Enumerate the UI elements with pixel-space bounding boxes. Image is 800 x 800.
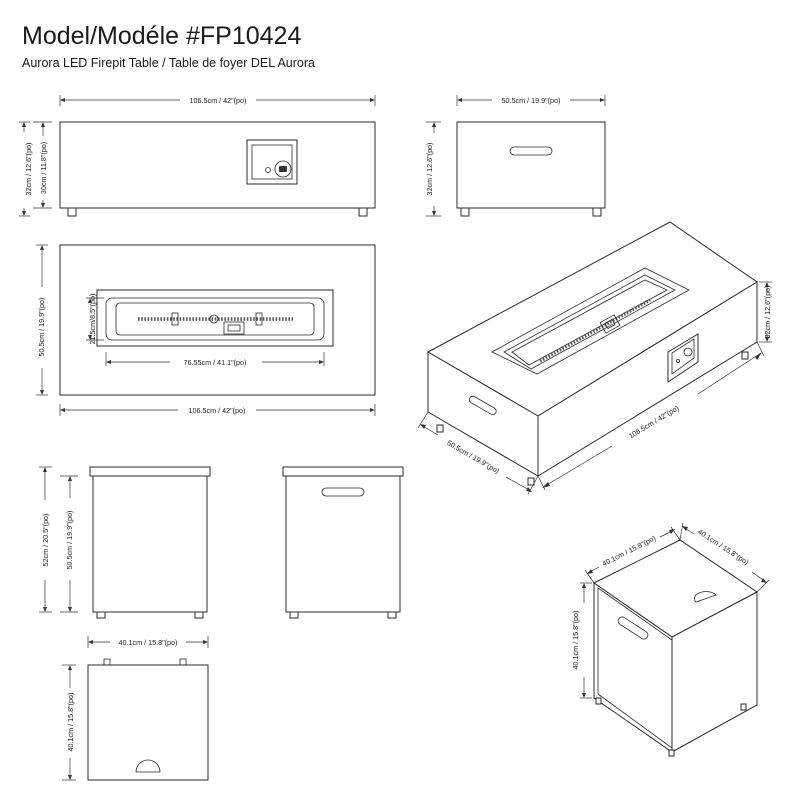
- dim-label: 50.5cm / 19.9"(po): [37, 298, 46, 357]
- iso-tank-cover-view: 40.1cm / 15.8"(po) 40.1cm / 15.8"(po) 40…: [571, 522, 770, 757]
- iso-cube-hose-notch: [694, 591, 717, 603]
- dim-cube-height: 40.1cm / 15.8"(po): [571, 582, 592, 699]
- iso-cube-foot: [668, 749, 675, 757]
- dim-label: 32cm / 12.6"(po): [425, 143, 434, 196]
- dim-label: 30cm / 11.8"(po): [39, 142, 48, 194]
- burner-pan-inner: [105, 297, 325, 341]
- dim-label: 40.1cm / 15.8"(po): [66, 693, 75, 752]
- dim-label: 40.1cm / 15.8"(po): [571, 611, 580, 670]
- dim-tank-top-width: 40.1cm / 15.8"(po): [87, 636, 209, 648]
- dim-label: 40.1cm / 15.8"(po): [119, 638, 178, 647]
- iso-burner-valve-inner: [604, 318, 616, 330]
- tank-cover-top: [87, 664, 209, 781]
- control-knob-grip: [279, 166, 287, 172]
- dim-front-width: 106.5cm / 42"(po): [59, 95, 376, 106]
- table-foot: [592, 207, 602, 217]
- dim-label: 50.5cm / 19.9"(po): [502, 96, 561, 105]
- ignition-button: [265, 167, 271, 173]
- iso-cube-foot: [740, 703, 747, 711]
- dim-iso-height: 32cm / 12.6"(po): [759, 281, 772, 343]
- iso-cube-foot: [595, 697, 602, 705]
- tank-cover-handle-slot: [321, 487, 365, 497]
- dim-label: 50.5cm / 19.9"(po): [65, 511, 74, 570]
- top-view: 50.5cm / 19.9"(po) 106.5cm / 42"(po) 76.…: [36, 244, 376, 416]
- table-foot: [460, 207, 470, 217]
- side-handle-slot: [509, 146, 553, 156]
- dim-top-depth: 50.5cm / 19.9"(po): [36, 244, 48, 396]
- iso-table-foot: [436, 424, 444, 433]
- iso-handle-slot: [468, 395, 497, 416]
- table-body-side: [456, 121, 606, 209]
- iso-control-knob: [683, 347, 693, 357]
- table-foot: [67, 207, 77, 217]
- burner-valve-inner: [227, 324, 241, 332]
- tank-cover-lid: [89, 466, 211, 477]
- tank-cover-foot: [289, 611, 299, 619]
- tank-cover-foot: [194, 611, 204, 619]
- tank-cover-foot: [96, 611, 106, 619]
- iso-burner-floor: [511, 279, 668, 366]
- model-title: Model/Modéle #FP10424: [22, 22, 302, 50]
- tank-cover-hose-notch: [135, 759, 161, 773]
- iso-burner-lip: [503, 274, 676, 370]
- dim-side-width: 50.5cm / 19.9"(po): [456, 95, 606, 106]
- dim-front-inner-height: 30cm / 11.8"(po): [33, 121, 52, 209]
- iso-control-panel-inner: [671, 338, 695, 375]
- iso-cube-handle-slot: [617, 616, 649, 640]
- dim-front-height: 32cm / 12.6"(po): [19, 121, 33, 217]
- iso-table-foot: [741, 351, 749, 360]
- tank-cover-body: [285, 475, 401, 613]
- dim-top-width: 106.5cm / 42"(po): [59, 404, 376, 416]
- control-panel: [246, 139, 298, 185]
- dim-tank-depth: 50.5cm / 19.9"(po): [60, 475, 78, 613]
- table-foot: [358, 207, 368, 217]
- dim-label: 21.5cm/8.5"(po): [88, 294, 97, 345]
- tank-cover-foot: [387, 611, 397, 619]
- burner-bracket: [255, 312, 263, 326]
- tank-cover-front-view: 52cm / 20.5"(po) 50.5cm / 19.9"(po): [39, 466, 211, 619]
- dim-tank-height: 52cm / 20.5"(po): [39, 466, 52, 613]
- dim-label: 76.55cm / 41.1"(po): [184, 358, 247, 367]
- iso-ignition-button: [676, 358, 681, 363]
- burner-pan-floor: [115, 302, 315, 336]
- burner-center: [209, 314, 219, 324]
- burner-bracket: [171, 312, 179, 326]
- dim-burner-depth: 21.5cm/8.5"(po): [86, 294, 104, 345]
- dim-burner-width: 76.55cm / 41.1"(po): [105, 352, 325, 367]
- dim-tank-top-depth: 40.1cm / 15.8"(po): [62, 664, 76, 781]
- iso-burner-valve: [599, 314, 621, 334]
- iso-burner-opening: [491, 267, 690, 375]
- dim-label: 106.5cm / 42"(po): [190, 96, 247, 105]
- tank-cover-lid: [282, 466, 404, 477]
- tank-cover-tab: [179, 658, 187, 666]
- front-view: 106.5cm / 42"(po) 32cm / 12.6"(po) 30cm …: [19, 95, 376, 217]
- dim-label: 106.5cm / 42"(po): [189, 406, 246, 415]
- iso-table-foot: [527, 477, 535, 486]
- tank-cover-tab: [103, 658, 111, 666]
- dim-label: 32cm / 12.6"(po): [763, 286, 772, 339]
- table-body-front: [59, 121, 376, 209]
- dim-side-height: 32cm / 12.6"(po): [425, 121, 441, 217]
- tank-cover-side-view: [282, 466, 404, 619]
- tank-cover-top-view: 40.1cm / 15.8"(po) 40.1cm / 15.8"(po): [62, 636, 209, 781]
- product-subtitle: Aurora LED Firepit Table / Table de foye…: [22, 56, 315, 70]
- tank-cover-body: [92, 475, 208, 613]
- iso-table-view: 32cm / 12.6"(po) 106.5cm / 42"(po) 50.5c…: [417, 221, 772, 495]
- dim-label: 32cm / 12.6"(po): [24, 143, 33, 196]
- control-knob: [274, 160, 292, 178]
- side-view: 50.5cm / 19.9"(po) 32cm / 12.6"(po): [425, 95, 606, 217]
- iso-control-panel: [667, 333, 699, 383]
- burner-valve: [223, 321, 245, 335]
- dim-label: 52cm / 20.5"(po): [41, 514, 50, 567]
- iso-cube-left-panel: [597, 587, 673, 749]
- control-panel-inner: [251, 144, 293, 180]
